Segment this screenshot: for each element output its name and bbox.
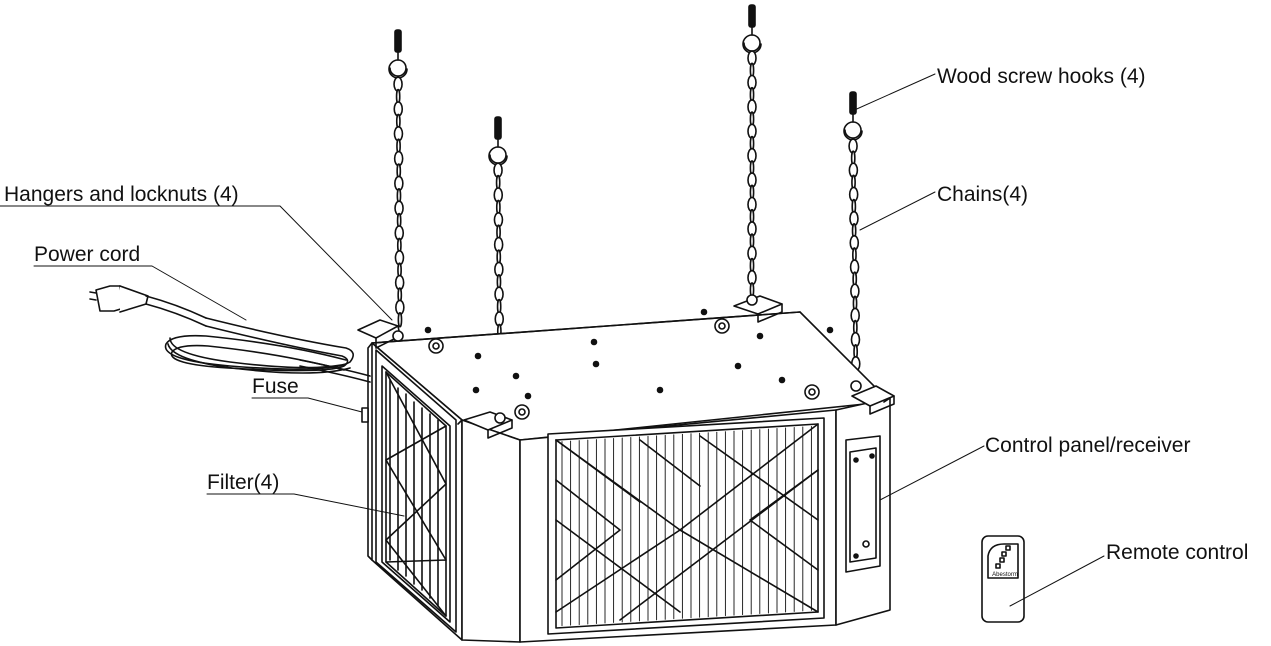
- wood-screw-hook: [388, 29, 408, 79]
- callout-leaders: [0, 73, 1105, 607]
- label-hangers-and-locknuts: Hangers and locknuts (4): [4, 183, 239, 206]
- wood-screw-hook: [742, 4, 762, 54]
- wood-screw-hook: [843, 91, 863, 141]
- hanger-bracket: [850, 380, 895, 415]
- chain: [393, 76, 405, 328]
- label-power-cord: Power cord: [34, 243, 141, 266]
- label-control-panel: Control panel/receiver: [985, 434, 1191, 457]
- front-filter: [547, 417, 825, 635]
- label-fuse: Fuse: [252, 375, 299, 398]
- wood-screw-hook: [488, 116, 508, 166]
- chain-link: [397, 311, 403, 328]
- label-wood-screw-hooks: Wood screw hooks (4): [937, 65, 1146, 88]
- power-cord: [89, 285, 371, 383]
- hanger-bracket: [357, 319, 404, 349]
- fuse: [361, 407, 369, 423]
- side-filter: [381, 365, 451, 623]
- chain: [848, 138, 861, 384]
- filter-pleats: [561, 425, 812, 627]
- chain: [747, 50, 757, 298]
- control-panel: [845, 435, 881, 573]
- top-bolts: [424, 308, 834, 420]
- label-chains: Chains(4): [937, 183, 1029, 206]
- label-filter: Filter(4): [207, 471, 280, 494]
- hanger-bracket: [463, 411, 513, 439]
- remote-control: [981, 535, 1025, 623]
- label-remote-control: Remote control: [1106, 541, 1249, 564]
- hanger-bracket: [733, 294, 783, 323]
- remote-brand-logo: Abestorm: [992, 572, 1018, 578]
